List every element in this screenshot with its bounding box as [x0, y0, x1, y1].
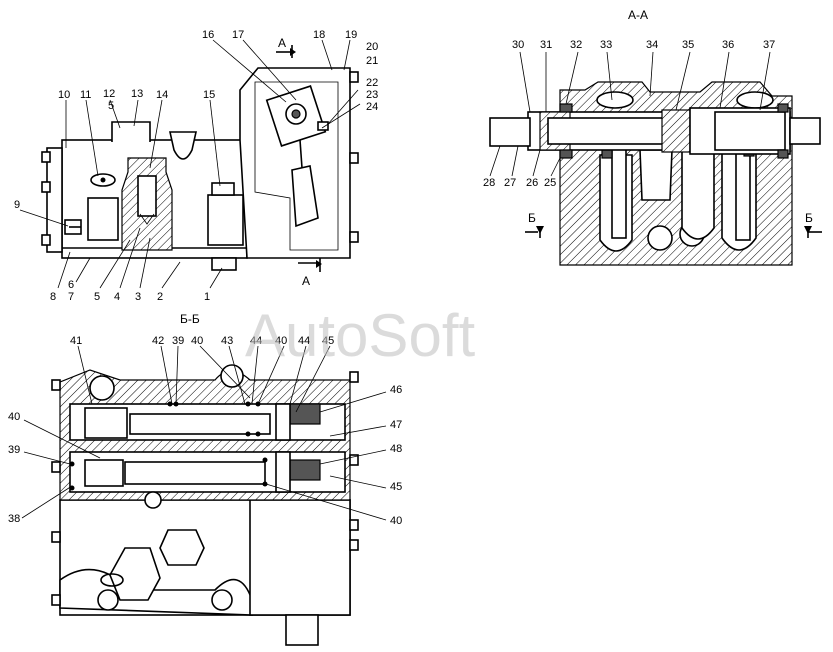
callout-48: 48	[390, 443, 402, 455]
callout-26: 26	[526, 177, 538, 189]
callout-33: 33	[600, 39, 612, 51]
callout-34: 34	[646, 39, 658, 51]
cut-b-right-label: Б	[805, 211, 813, 225]
callout-labels: 10 11 12 5 13 14 15 16 17 18 19 20 21 22…	[8, 29, 775, 527]
callout-20: 20	[366, 41, 378, 53]
section-bb-title: Б-Б	[180, 312, 200, 326]
callout-41: 41	[70, 335, 82, 347]
main-view	[41, 67, 359, 271]
callout-7: 7	[68, 291, 74, 303]
leader-lines	[19, 39, 771, 521]
callout-44-right: 44	[298, 335, 310, 347]
callout-2: 2	[157, 291, 163, 303]
callout-22: 22	[366, 77, 378, 89]
callout-6: 6	[68, 279, 74, 291]
cut-b-left-label: Б	[528, 211, 536, 225]
callout-1: 1	[204, 291, 210, 303]
callout-47: 47	[390, 419, 402, 431]
section-bb: Б-Б	[51, 312, 359, 646]
callout-13: 13	[131, 88, 143, 100]
callout-12: 12	[103, 88, 115, 100]
callout-17: 17	[232, 29, 244, 41]
callout-21: 21	[366, 55, 378, 67]
callout-40-mid: 40	[275, 335, 287, 347]
callout-23: 23	[366, 89, 378, 101]
callout-40-left: 40	[8, 411, 20, 423]
callout-44-left: 44	[250, 335, 262, 347]
callout-40-bottom: 40	[390, 515, 402, 527]
callout-5: 5	[94, 291, 100, 303]
callout-10: 10	[58, 89, 70, 101]
callout-38: 38	[8, 513, 20, 525]
callout-42: 42	[152, 335, 164, 347]
callout-43: 43	[221, 335, 233, 347]
callout-27: 27	[504, 177, 516, 189]
callout-16: 16	[202, 29, 214, 41]
callout-28: 28	[483, 177, 495, 189]
watermark: AutoSoft	[245, 302, 475, 369]
callout-37: 37	[763, 39, 775, 51]
callout-15: 15	[203, 89, 215, 101]
callout-39-top: 39	[172, 335, 184, 347]
callout-40-top: 40	[191, 335, 203, 347]
section-aa: А-А Б Б	[489, 8, 822, 266]
callout-18: 18	[313, 29, 325, 41]
callout-31: 31	[540, 39, 552, 51]
callout-3: 3	[135, 291, 141, 303]
callout-39-left: 39	[8, 444, 20, 456]
callout-45-top: 45	[322, 335, 334, 347]
callout-45-bottom: 45	[390, 481, 402, 493]
callout-8: 8	[50, 291, 56, 303]
cut-a-top-label: А	[278, 36, 286, 50]
callout-11: 11	[80, 89, 91, 101]
callout-32: 32	[570, 39, 582, 51]
section-cut-a: А А	[276, 36, 322, 288]
callout-24: 24	[366, 101, 378, 113]
callout-35: 35	[682, 39, 694, 51]
callout-30: 30	[512, 39, 524, 51]
callout-14: 14	[156, 89, 168, 101]
section-aa-title: А-А	[628, 8, 648, 22]
callout-5-upper: 5	[108, 100, 114, 112]
callout-46: 46	[390, 384, 402, 396]
cut-a-bottom-label: А	[302, 274, 310, 288]
callout-19: 19	[345, 29, 357, 41]
callout-25: 25	[544, 177, 556, 189]
callout-9: 9	[14, 199, 20, 211]
callout-36: 36	[722, 39, 734, 51]
callout-4: 4	[114, 291, 120, 303]
